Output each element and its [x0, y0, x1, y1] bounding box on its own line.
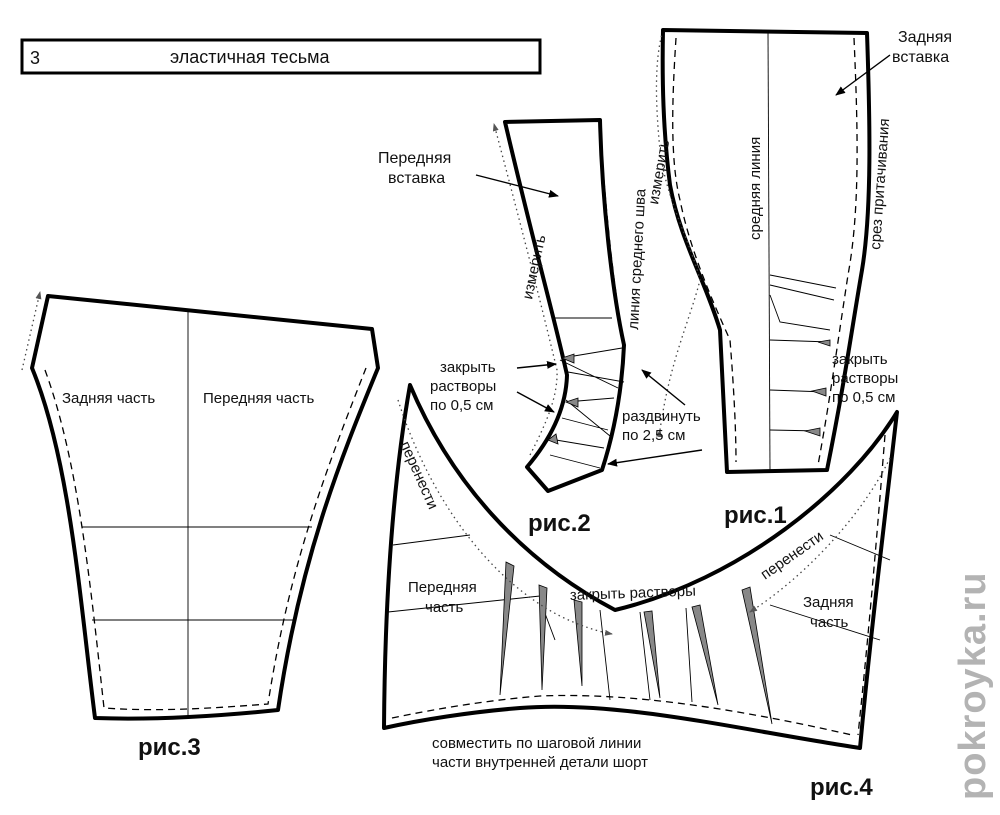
fig2-seam-allowance: [599, 119, 625, 346]
fig1-title-arrow: [835, 54, 891, 96]
fig4-dart-4: [643, 610, 661, 699]
fig2-close-arrow-1: [516, 360, 557, 369]
fig2-dart-3: [547, 433, 559, 445]
fig4-dart-3: [573, 599, 583, 687]
fig2-close-line1: закрыть: [440, 359, 496, 376]
fig4-dart-6: [741, 586, 773, 725]
fig2-title-line1: Передняя: [378, 150, 451, 167]
fig1-center-line-label: средняя линия: [747, 137, 764, 240]
fig4-close-darts-label: закрыть растворы: [570, 583, 697, 604]
fig2-seam-line-label: линия среднего шва: [625, 188, 649, 330]
header-box: 3 эластичная тесьма: [20, 38, 542, 75]
fig2-close-line2: растворы: [430, 378, 496, 395]
fig4-guides: [387, 534, 891, 703]
fig3-outline: [30, 294, 380, 721]
fig4-outline: [382, 383, 899, 750]
fig4-back-line2: часть: [810, 614, 849, 631]
fig4-caption: рис.4: [810, 774, 873, 801]
fig1-title-line1: Задняя: [898, 29, 952, 46]
fig4-back-line1: Задняя: [803, 594, 854, 611]
fig2-close-line3: по 0,5 см: [430, 397, 493, 414]
fig1-title-line2: вставка: [892, 49, 949, 66]
fig2-guides: [549, 317, 625, 469]
fig1-outline: [660, 28, 872, 474]
fig4-transfer-line-right: [749, 457, 891, 613]
fig2-outline: [503, 118, 626, 493]
fig3-measure-line: [21, 291, 42, 371]
fig1-guides: [769, 274, 837, 432]
fig1-close-line1: закрыть: [832, 351, 888, 368]
fig2-spread-arrow-2: [607, 449, 703, 467]
fig4-front-line2: часть: [425, 599, 464, 616]
fig4-dart-2: [538, 584, 548, 691]
fig2-spread-arrow-1: [641, 369, 686, 406]
fig2-caption: рис.2: [528, 510, 591, 537]
header-label: эластичная тесьма: [170, 47, 330, 67]
fig1-close-line3: по 0,5 см: [832, 389, 895, 406]
fig1-dart-3: [803, 427, 821, 437]
fig4-front-line1: Передняя: [408, 579, 477, 596]
fig1-seam-allowance-right: [817, 37, 858, 466]
fig3-guides: [82, 310, 312, 718]
fig2-dart-2: [564, 397, 579, 408]
fig1-dart-1: [817, 339, 831, 347]
fig2-dart-1: [560, 353, 575, 364]
fig4-transfer-line-left: [397, 399, 613, 636]
fig4-dart-5: [691, 604, 719, 706]
fig2-measure-line: [492, 123, 558, 456]
header-number: 3: [30, 48, 40, 68]
fig2-close-arrow-2: [516, 391, 555, 413]
fig1-back-insert: измерить средняя линия срез притачивания…: [645, 28, 952, 529]
fig4-note-line1: совместить по шаговой линии: [432, 735, 641, 752]
fig2-title-arrow: [475, 174, 559, 198]
watermark: pokroyka.ru: [952, 571, 994, 800]
fig4-seam-allowance-right: [857, 434, 886, 736]
fig1-dart-2: [810, 387, 827, 397]
fig3-front-label: Передняя часть: [203, 390, 314, 407]
fig1-seam-allowance: [672, 37, 737, 463]
fig2-spread-line2: по 2,5 см: [622, 427, 685, 444]
fig4-note-line2: части внутренней детали шорт: [432, 754, 648, 771]
fig4-dart-1: [499, 561, 515, 696]
fig1-caption: рис.1: [724, 502, 787, 529]
fig2-title-line2: вставка: [388, 170, 445, 187]
fig3-caption: рис.3: [138, 734, 201, 761]
fig1-center-line: [767, 31, 771, 473]
fig1-close-line2: растворы: [832, 370, 898, 387]
fig3-back-label: Задняя часть: [62, 390, 155, 407]
fig3-shorts-part: Задняя часть Передняя часть рис.3: [21, 291, 380, 761]
fig2-spread-line1: раздвинуть: [622, 408, 701, 425]
